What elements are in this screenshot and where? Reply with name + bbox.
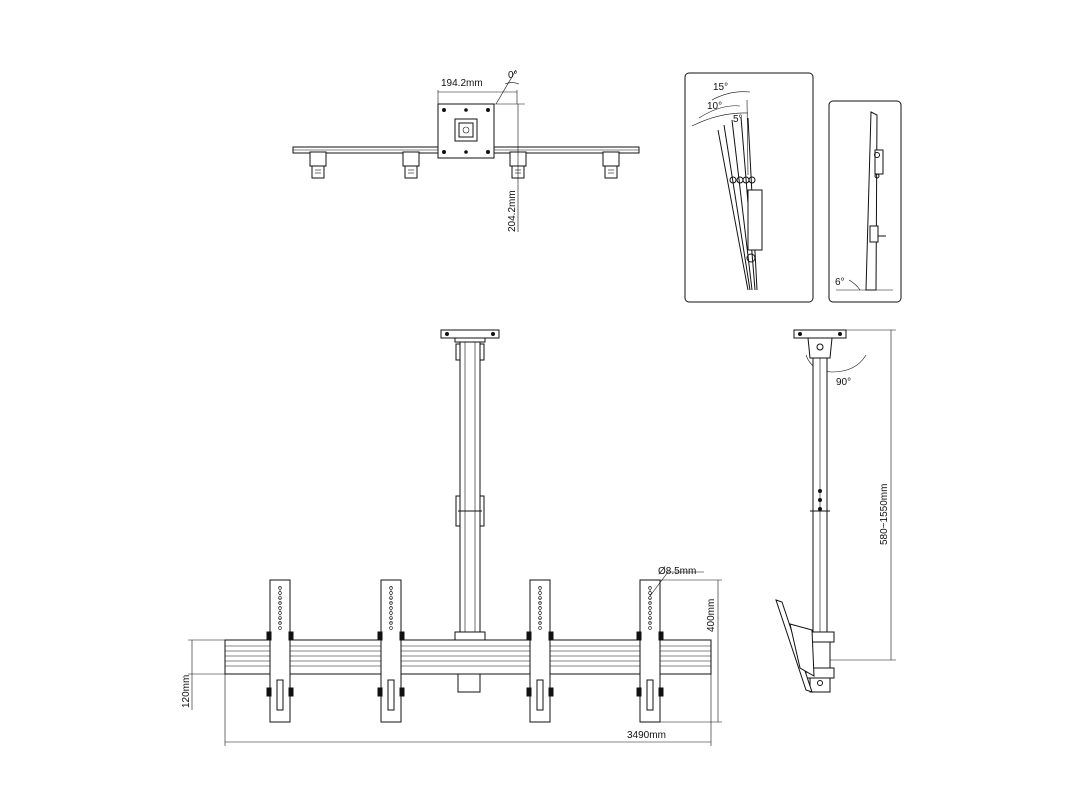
pole-range-label: 580~1550mm: [879, 484, 890, 545]
bracket-height-label: 400mm: [706, 599, 717, 632]
bracket-hole-4-7: [648, 616, 652, 620]
bracket-hole-1-1: [278, 586, 282, 590]
total-width-label: 3490mm: [627, 730, 666, 741]
top-view: 194.2mm 0° 204.2mm: [292, 69, 640, 232]
bracket-hole-3-6: [538, 611, 542, 615]
top-clip-2: [402, 151, 420, 179]
front-bracket-2: [377, 579, 405, 723]
bracket-hole-4-1: [648, 586, 652, 590]
bracket-hole-3-1: [538, 586, 542, 590]
bracket-hole-3-3: [538, 596, 542, 600]
bracket-hole-3-9: [538, 626, 542, 630]
tilt-5-label: 5°: [733, 114, 743, 125]
bracket-hole-1-7: [278, 616, 282, 620]
rail-height-label: 120mm: [181, 675, 192, 708]
bracket-hole-2-2: [389, 591, 393, 595]
front-bracket-1: [266, 579, 294, 723]
side-view: 90° 580~1550mm: [775, 329, 896, 693]
bracket-hole-1-9: [278, 626, 282, 630]
bracket-hole-2-4: [389, 601, 393, 605]
bracket-hole-4-8: [648, 621, 652, 625]
bracket-hole-3-5: [538, 606, 542, 610]
side-tilt-panel: 6°: [828, 100, 902, 303]
plate-width-label: 194.2mm: [441, 78, 483, 89]
bracket-hole-4-3: [648, 596, 652, 600]
front-bracket-4: [636, 579, 664, 723]
plate-height-label: 204.2mm: [507, 190, 518, 232]
bracket-hole-2-7: [389, 616, 393, 620]
front-view: Ø8.5mm 400mm 120mm 3490mm: [181, 329, 722, 746]
bracket-hole-4-9: [648, 626, 652, 630]
bracket-hole-4-5: [648, 606, 652, 610]
bracket-hole-4-4: [648, 601, 652, 605]
bracket-hole-1-3: [278, 596, 282, 600]
tilt-6-label: 6°: [835, 277, 845, 288]
tilt-10-label: 10°: [707, 101, 722, 112]
bracket-hole-2-6: [389, 611, 393, 615]
hole-diameter-label: Ø8.5mm: [658, 566, 696, 577]
bracket-hole-3-4: [538, 601, 542, 605]
bracket-hole-1-5: [278, 606, 282, 610]
top-clip-1: [309, 151, 327, 179]
bracket-hole-1-8: [278, 621, 282, 625]
bracket-hole-2-1: [389, 586, 393, 590]
bracket-hole-3-2: [538, 591, 542, 595]
bracket-hole-1-2: [278, 591, 282, 595]
rotate-angle-label: 0°: [508, 70, 518, 81]
top-clip-4: [602, 151, 620, 179]
bracket-hole-2-8: [389, 621, 393, 625]
tilt-detail-panel: 15° 10° 5°: [684, 72, 814, 303]
bracket-hole-1-6: [278, 611, 282, 615]
bracket-hole-2-3: [389, 596, 393, 600]
bracket-hole-1-4: [278, 601, 282, 605]
bracket-hole-3-7: [538, 616, 542, 620]
swivel-angle-label: 90°: [836, 377, 851, 388]
bracket-hole-3-8: [538, 621, 542, 625]
bracket-hole-4-6: [648, 611, 652, 615]
bracket-hole-4-2: [648, 591, 652, 595]
front-bracket-3: [526, 579, 554, 723]
bracket-hole-2-5: [389, 606, 393, 610]
bracket-hole-2-9: [389, 626, 393, 630]
tilt-15-label: 15°: [713, 82, 728, 93]
